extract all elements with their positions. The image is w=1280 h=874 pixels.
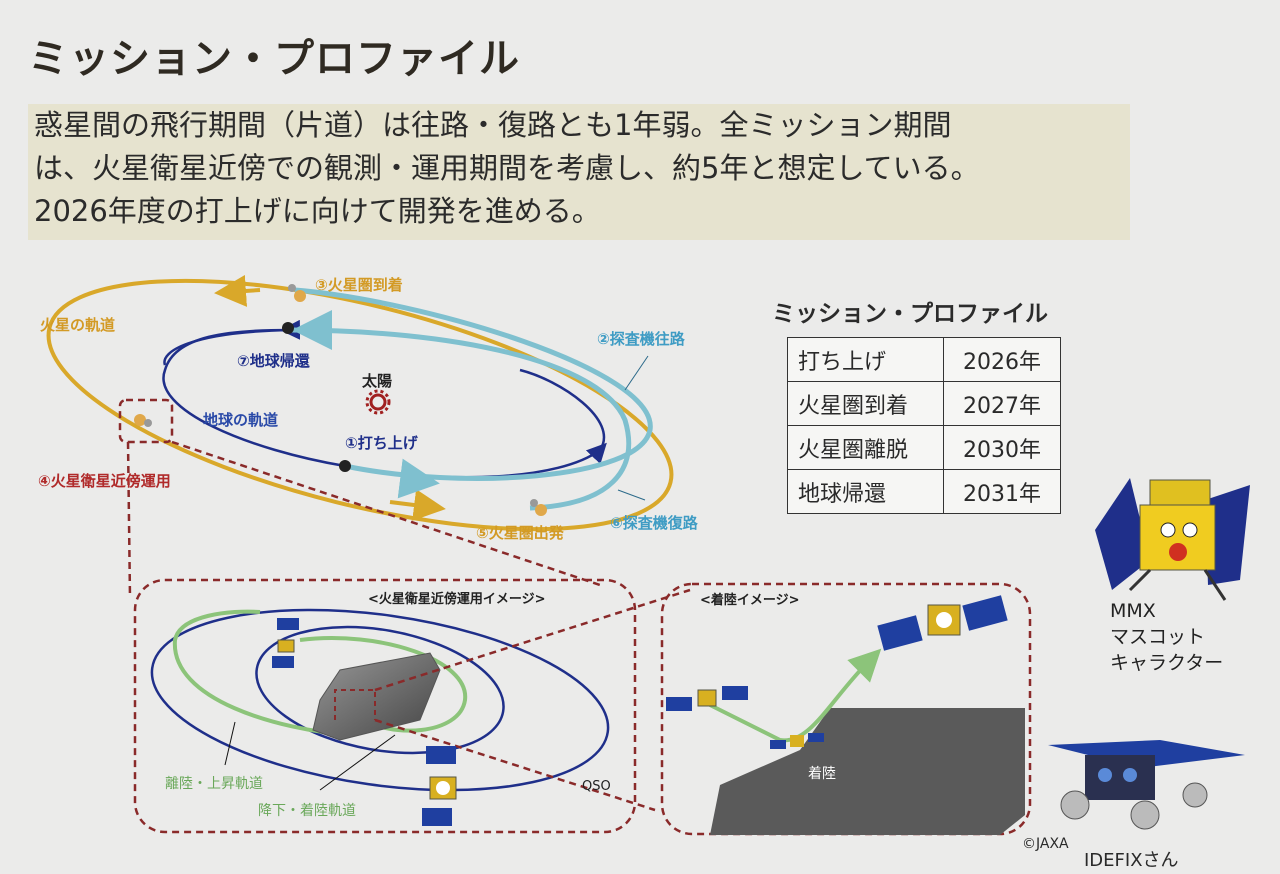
intro-line: 惑星間の飛行期間（片道）は往路・復路とも1年弱。全ミッション期間 xyxy=(34,108,952,142)
mars-orbit-arrow xyxy=(214,274,261,307)
event-cell: 火星圏到着 xyxy=(787,381,944,426)
return-path xyxy=(289,327,632,511)
ascent-path xyxy=(172,609,351,737)
sun-label: 太陽 xyxy=(362,372,392,390)
descent-label: 降下・着陸軌道 xyxy=(258,803,356,819)
mars-orbit-label: 火星の軌道 xyxy=(40,316,115,334)
event-cell: 打ち上げ xyxy=(787,337,944,382)
idefix-rover-icon xyxy=(1048,740,1245,830)
qso-label: QSO xyxy=(582,779,611,794)
descent-path xyxy=(299,636,468,733)
proximity-panel xyxy=(133,578,637,834)
year-cell: 2030年 xyxy=(943,425,1061,470)
year-cell: 2026年 xyxy=(943,337,1061,382)
spacecraft-icon xyxy=(770,733,824,749)
table-title: ミッション・プロファイル xyxy=(772,301,1048,327)
qso-orbit xyxy=(150,608,610,792)
spacecraft-icon xyxy=(422,746,457,826)
mars-departure-icon xyxy=(535,504,547,516)
earth-orbit-label: 地球の軌道 xyxy=(203,411,278,429)
step2-label: ②探査機往路 xyxy=(597,330,686,348)
earth-return-path xyxy=(163,319,301,366)
landing-label: 着陸 xyxy=(808,766,836,782)
earth-return-icon xyxy=(282,322,294,334)
step5-label: ⑤火星圏出発 xyxy=(476,524,565,542)
step6-label: ⑥探査機復路 xyxy=(610,514,699,532)
step3-label: ③火星圏到着 xyxy=(315,276,403,294)
ascent-label: 離陸・上昇軌道 xyxy=(165,775,263,792)
earth-orbit xyxy=(162,328,346,468)
mars-orbit-arrow xyxy=(389,489,446,521)
outbound-arrow xyxy=(397,458,440,499)
page-title: ミッション・プロファイル xyxy=(28,36,520,82)
spacecraft-icon xyxy=(666,686,748,711)
intro-box: 惑星間の飛行期間（片道）は往路・復路とも1年弱。全ミッション期間 は、火星衛星近… xyxy=(28,104,1130,240)
mascot-label-line: MMX xyxy=(1110,600,1156,622)
inner-orbit xyxy=(255,625,505,755)
surface xyxy=(710,708,1025,835)
idefix-label: IDEFIXさん xyxy=(1084,850,1179,871)
mars-arrival-icon xyxy=(294,290,306,302)
event-cell: 地球帰還 xyxy=(787,469,944,514)
intro-line: 2026年度の打上げに向けて開発を進める。 xyxy=(34,194,601,228)
earth-launch-icon xyxy=(339,460,351,472)
sun-icon xyxy=(365,389,391,415)
mascot-label-line: キャラクター xyxy=(1110,652,1224,674)
mmx-mascot-icon xyxy=(1095,478,1250,601)
landing-title: <着陸イメージ> xyxy=(700,592,800,608)
mars-orbit xyxy=(46,278,674,532)
step4-label: ④火星衛星近傍運用 xyxy=(38,472,171,490)
proximity-title: <火星衛星近傍運用イメージ> xyxy=(368,591,546,607)
credit: ©JAXA xyxy=(1022,836,1069,852)
intro-line: は、火星衛星近傍での観測・運用期間を考慮し、約5年と想定している。 xyxy=(34,151,980,185)
year-cell: 2027年 xyxy=(943,381,1061,426)
mars-ops-icon xyxy=(134,414,146,426)
spacecraft-icon xyxy=(877,595,1008,651)
year-cell: 2031年 xyxy=(943,469,1061,514)
ops-highlight-box xyxy=(118,398,174,444)
step7-label: ⑦地球帰還 xyxy=(237,352,311,370)
mascot-label: MMX マスコット キャラクター xyxy=(1110,598,1223,676)
spacecraft-icon xyxy=(272,618,299,668)
mascot-label-line: マスコット xyxy=(1110,626,1206,648)
outbound-path xyxy=(294,287,653,481)
event-cell: 火星圏離脱 xyxy=(787,425,944,470)
phobos-rock xyxy=(312,652,441,741)
step1-label: ①打ち上げ xyxy=(345,434,419,452)
